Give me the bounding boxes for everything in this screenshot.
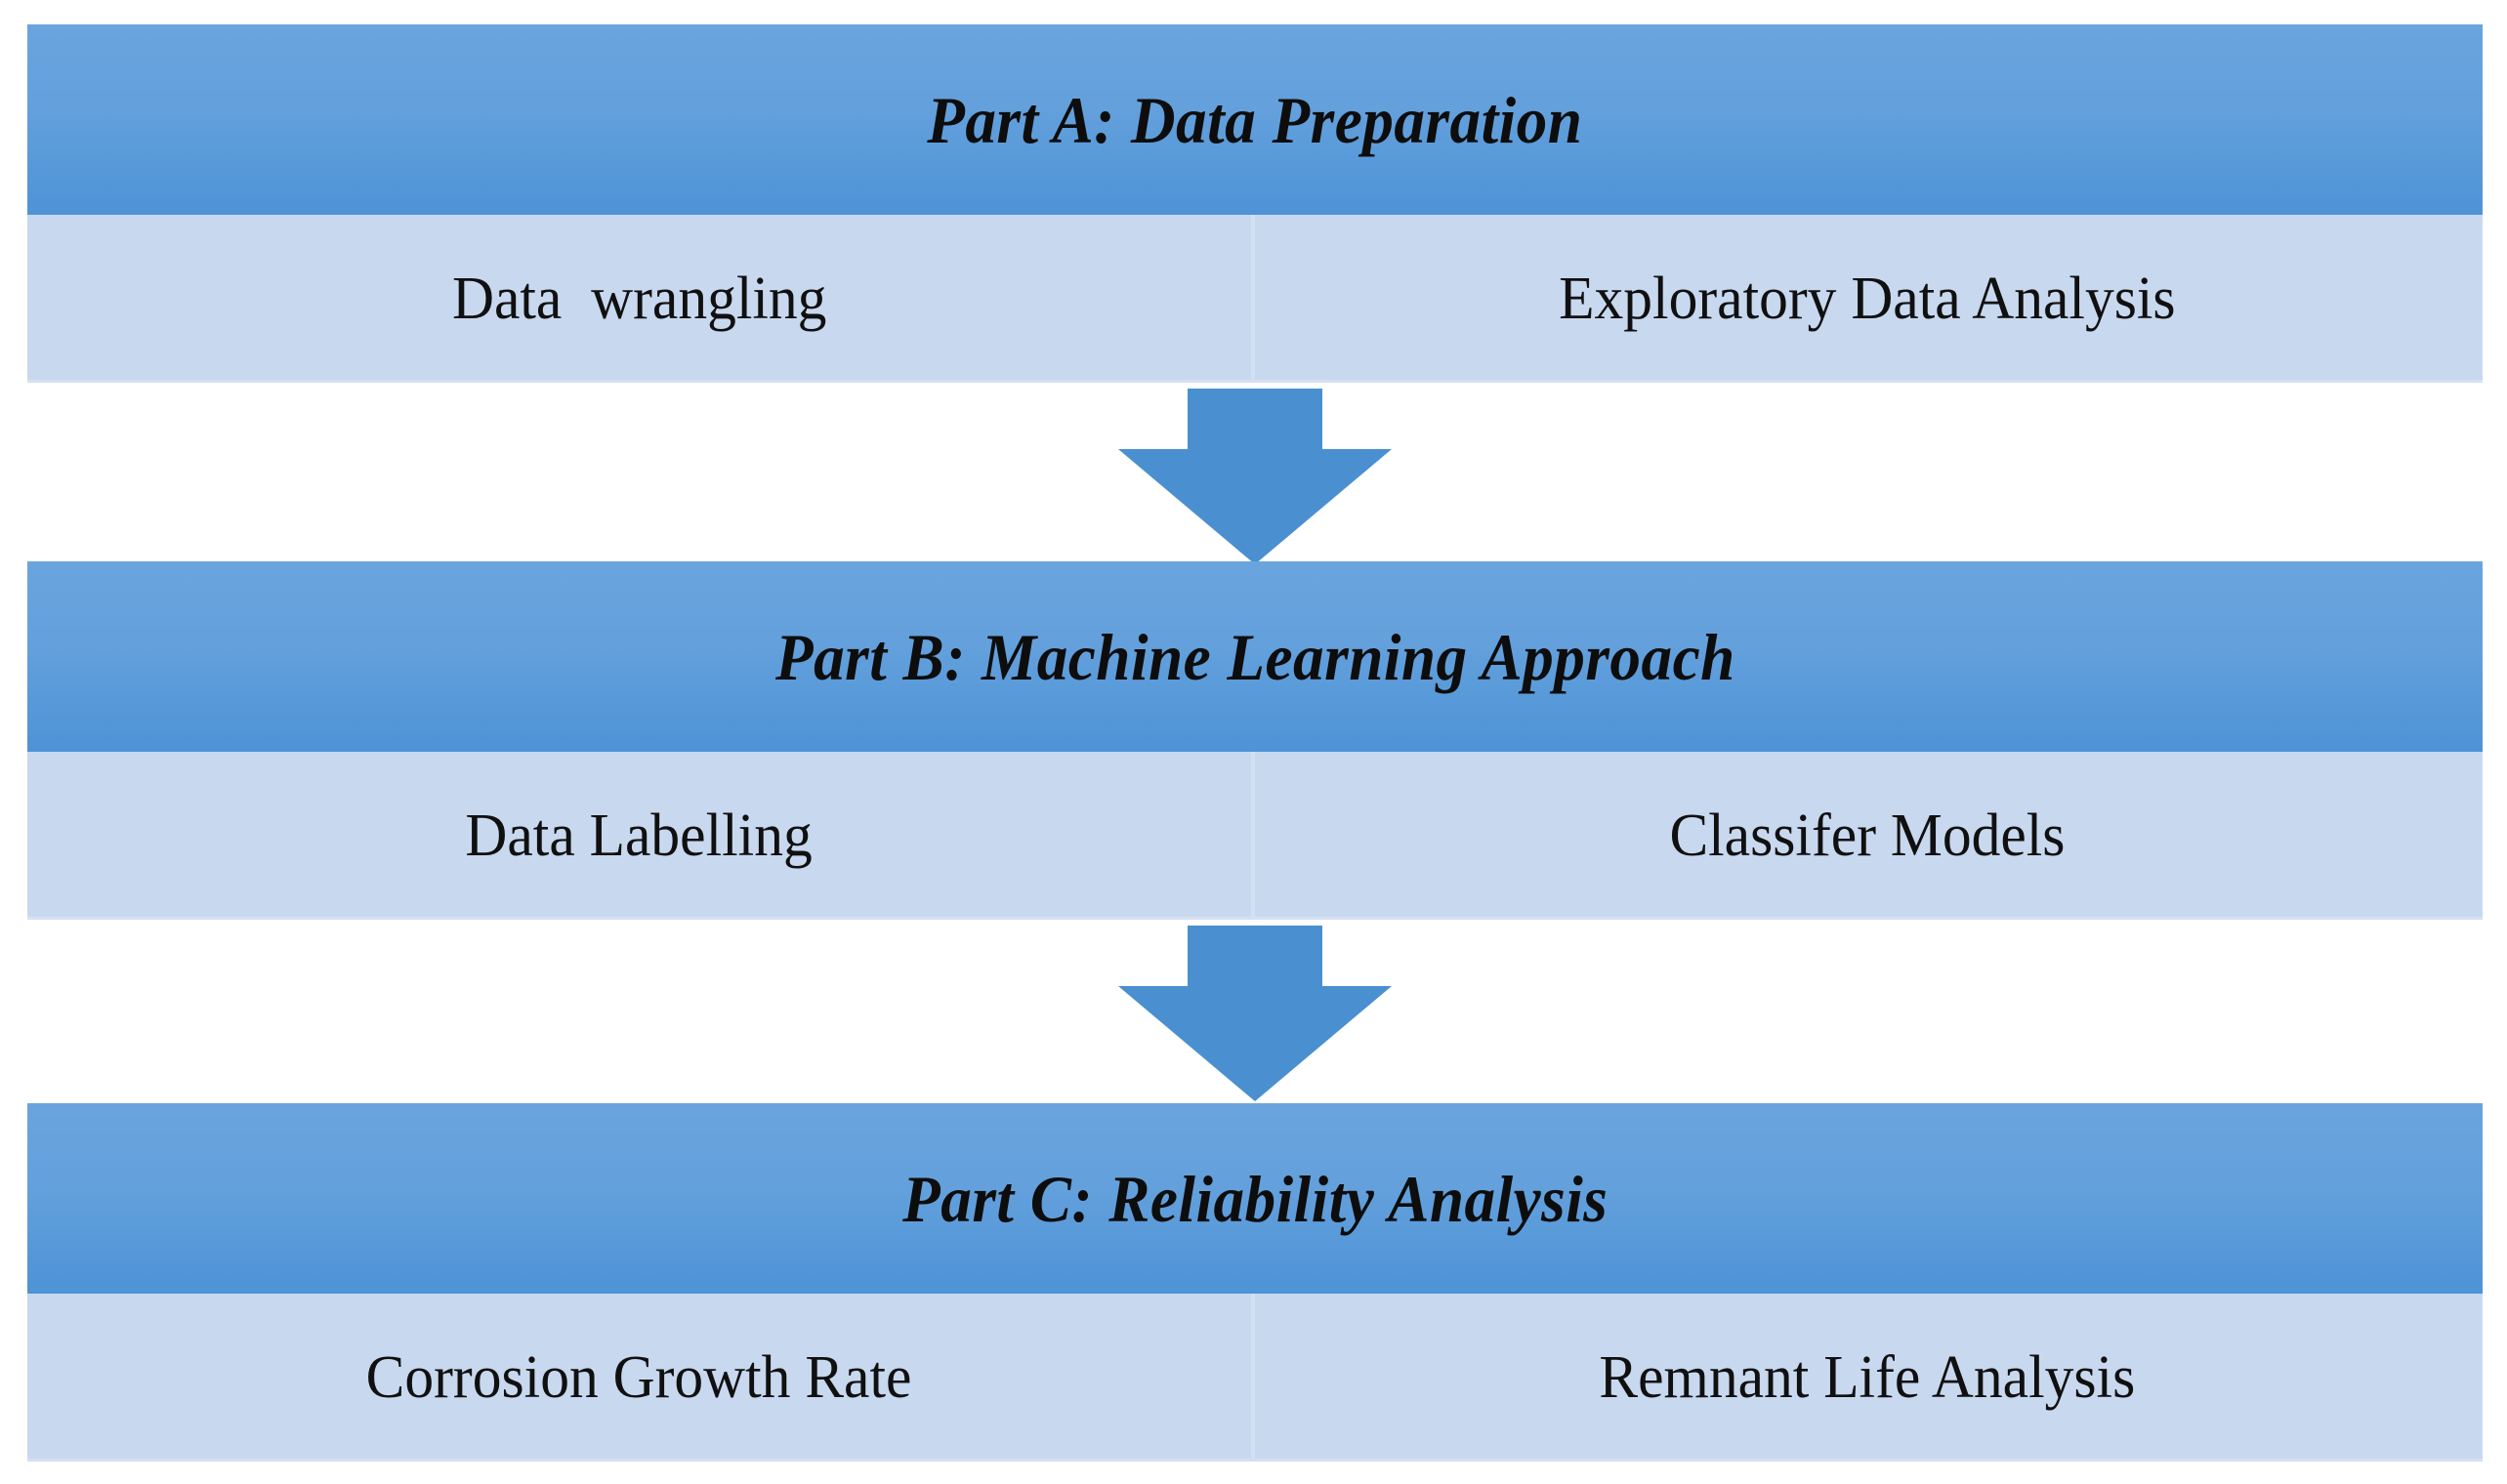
arrow-down-icon-a-to-b — [1118, 389, 1392, 564]
cell-data-wrangling[interactable]: Data wrangling — [27, 215, 1255, 383]
stage-part-b: Part B: Machine Learning Approach Data L… — [27, 561, 2483, 920]
stage-title-part-c: Part C: Reliability Analysis — [901, 1161, 1609, 1236]
cell-data-labelling[interactable]: Data Labelling — [27, 752, 1255, 920]
stage-cells-part-b: Data Labelling Classifer Models — [27, 752, 2483, 920]
cell-label-data-wrangling: Data wrangling — [451, 266, 827, 332]
stage-part-a: Part A: Data Preparation Data wrangling … — [27, 24, 2483, 383]
cell-label-classifer-models: Classifer Models — [1668, 803, 2065, 869]
stage-header-part-c: Part C: Reliability Analysis — [27, 1103, 2483, 1294]
cell-exploratory-data-analysis[interactable]: Exploratory Data Analysis — [1255, 215, 2479, 383]
cell-label-remnant-life-analysis: Remnant Life Analysis — [1599, 1344, 2135, 1411]
cell-label-corrosion-growth-rate: Corrosion Growth Rate — [366, 1344, 912, 1411]
stage-part-c: Part C: Reliability Analysis Corrosion G… — [27, 1103, 2483, 1462]
cell-classifer-models[interactable]: Classifer Models — [1255, 752, 2479, 920]
cell-corrosion-growth-rate[interactable]: Corrosion Growth Rate — [27, 1294, 1255, 1462]
cell-label-exploratory-data-analysis: Exploratory Data Analysis — [1558, 266, 2176, 332]
cell-remnant-life-analysis[interactable]: Remnant Life Analysis — [1255, 1294, 2479, 1462]
arrow-down-icon-b-to-c — [1118, 926, 1392, 1101]
stage-cells-part-c: Corrosion Growth Rate Remnant Life Analy… — [27, 1294, 2483, 1462]
stage-cells-part-a: Data wrangling Exploratory Data Analysis — [27, 215, 2483, 383]
cell-label-data-labelling: Data Labelling — [465, 803, 814, 869]
stage-header-part-a: Part A: Data Preparation — [27, 24, 2483, 215]
stage-title-part-a: Part A: Data Preparation — [927, 82, 1583, 157]
stage-title-part-b: Part B: Machine Learning Approach — [774, 619, 1735, 694]
stage-header-part-b: Part B: Machine Learning Approach — [27, 561, 2483, 752]
